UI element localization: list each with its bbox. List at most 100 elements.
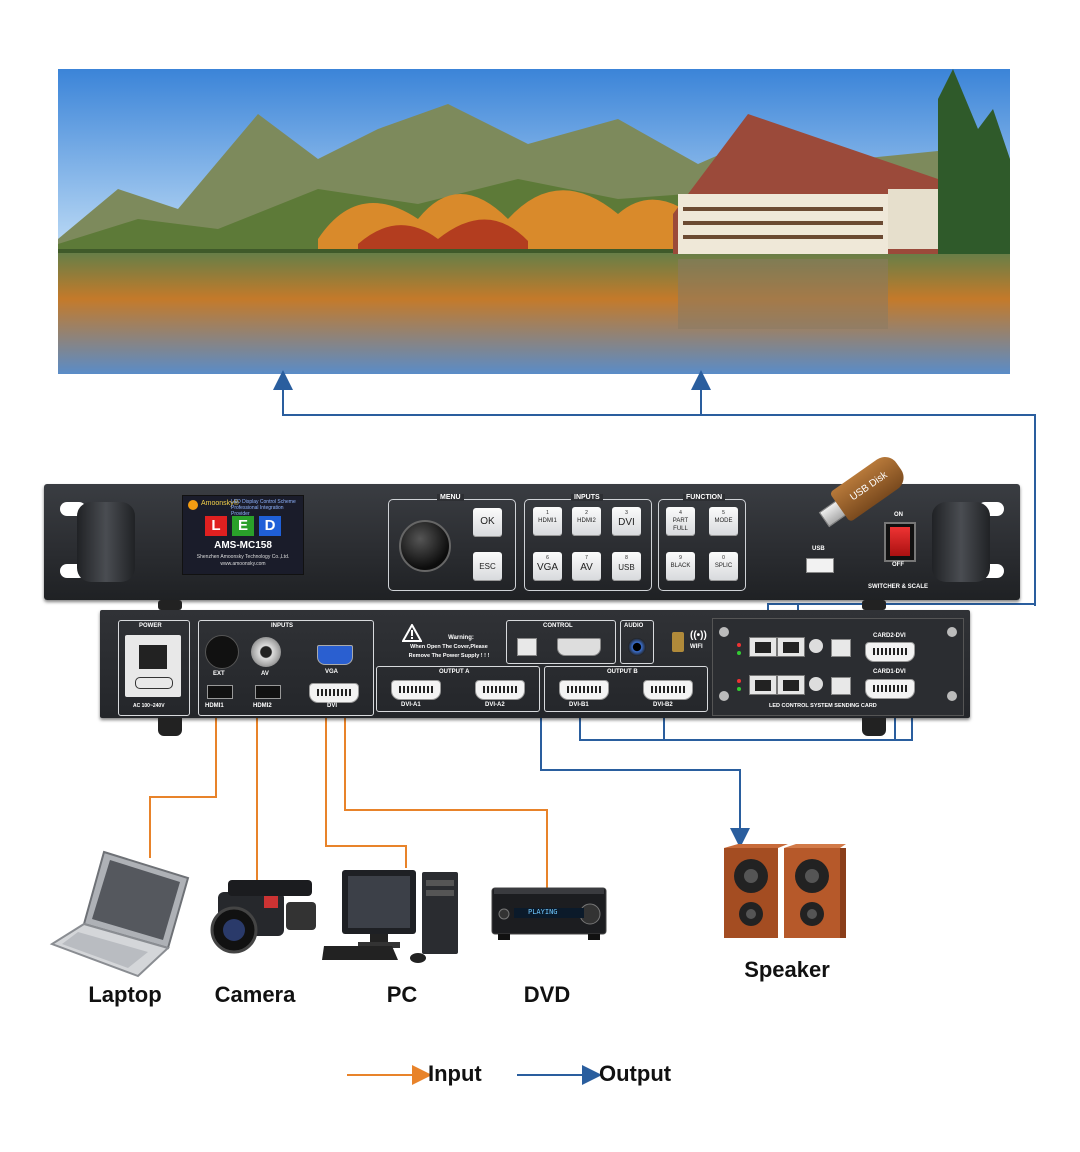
audio-jack[interactable]: [628, 638, 646, 656]
card1-ethernet-port-1[interactable]: [749, 675, 777, 695]
lake-scenery-image: [58, 69, 1010, 374]
card1-button[interactable]: [809, 677, 823, 691]
av-port[interactable]: [251, 637, 281, 667]
sending-card-slot: CARD2-DVI CARD1-DVI LED CONTROL SYSTEM S…: [712, 618, 964, 716]
rack-handle-right[interactable]: [932, 502, 990, 582]
wifi-label: WIFI: [690, 644, 703, 650]
control-section: CONTROL: [506, 620, 616, 664]
pc-device: [322, 866, 462, 966]
wifi-signal-icon: ((•)): [690, 630, 707, 641]
card2-ethernet-port-1[interactable]: [749, 637, 777, 657]
ext-port[interactable]: [205, 635, 239, 669]
dvi-b1-port[interactable]: [559, 680, 609, 700]
switcher-scale-label: SWITCHER & SCALE: [868, 584, 928, 590]
dvi-input-port[interactable]: [309, 683, 359, 703]
power-switch[interactable]: [884, 522, 916, 562]
menu-knob[interactable]: [399, 520, 451, 572]
video-processor-rear-panel: POWER AC 100~240V INPUTS EXT AV VGA HDMI…: [100, 610, 970, 718]
ext-label: EXT: [213, 671, 225, 677]
usb-port[interactable]: [806, 558, 834, 573]
output-line-screen: [691, 370, 1036, 606]
laptop-icon: [49, 850, 190, 978]
esc-button[interactable]: ESC: [473, 552, 502, 581]
screw-icon: [947, 627, 957, 637]
lcd-tagline: LED Display Control Scheme Professional …: [231, 499, 296, 517]
pc-icon: [322, 870, 458, 963]
screw-icon: [947, 691, 957, 701]
power-rating: AC 100~240V: [133, 703, 165, 709]
dvd-device: PLAYING: [490, 886, 608, 942]
lcd-led-letter: L: [205, 516, 227, 536]
card2-label: CARD2-DVI: [873, 633, 906, 639]
power-label: POWER: [139, 623, 162, 629]
dvi-b2-port[interactable]: [643, 680, 693, 700]
vga-label: VGA: [325, 669, 339, 675]
menu-group: MENU OK ESC: [388, 494, 516, 591]
status-led: [737, 643, 741, 647]
card1-dvi-port[interactable]: [865, 679, 915, 699]
speaker-device: [722, 842, 846, 940]
card2-usb-port[interactable]: [831, 639, 851, 657]
warning-triangle-icon: [401, 622, 423, 642]
device-foot: [158, 600, 182, 610]
lcd-company: Shenzhen Amoonsky Technology Co.,Ltd. ww…: [196, 554, 290, 567]
dvd-display-text: PLAYING: [528, 908, 558, 916]
rs232-control-port[interactable]: [557, 638, 601, 656]
device-foot: [862, 718, 886, 736]
hdmi1-port[interactable]: [207, 685, 233, 699]
card1-usb-port[interactable]: [831, 677, 851, 695]
camera-icon: [210, 880, 316, 954]
power-socket[interactable]: [125, 635, 181, 697]
ok-button[interactable]: OK: [473, 508, 502, 537]
hdmi2-label: HDMI2: [253, 703, 272, 709]
usb-b-control-port[interactable]: [517, 638, 537, 656]
output-a-section: OUTPUT A DVI-A1 DVI-A2: [376, 666, 540, 712]
sending-card-label: LED CONTROL SYSTEM SENDING CARD: [769, 703, 877, 709]
card1-ethernet-port-2[interactable]: [777, 675, 805, 695]
laptop-device: [48, 848, 194, 978]
brand-logo-icon: [188, 500, 198, 510]
av-label: AV: [261, 671, 269, 677]
dvd-player-icon: [491, 887, 607, 940]
camera-label: Camera: [214, 982, 296, 1007]
dvi-a1-label: DVI-A1: [401, 702, 421, 708]
rack-handle-left[interactable]: [77, 502, 135, 582]
output-line-screen-left: [273, 370, 701, 416]
lcd-led-letter: D: [259, 516, 281, 536]
dvi-a1-port[interactable]: [391, 680, 441, 700]
device-foot: [862, 600, 886, 610]
hdmi2-port[interactable]: [255, 685, 281, 699]
camera-device: [204, 872, 320, 956]
card1-label: CARD1-DVI: [873, 669, 906, 675]
dvi-b1-label: DVI-B1: [569, 702, 589, 708]
pc-label: PC: [386, 982, 418, 1007]
status-led: [737, 651, 741, 655]
screw-icon: [719, 691, 729, 701]
legend-output-label: Output: [599, 1061, 672, 1086]
dvi-label: DVI: [327, 703, 338, 709]
led-screen-display: [58, 69, 1010, 374]
card2-ethernet-port-2[interactable]: [777, 637, 805, 657]
audio-section: AUDIO: [620, 620, 654, 664]
dvi-a2-port[interactable]: [475, 680, 525, 700]
vga-port[interactable]: [317, 645, 353, 665]
device-foot: [158, 718, 182, 736]
wifi-antenna-icon: [672, 632, 684, 652]
menu-label: MENU: [437, 494, 464, 501]
control-label: CONTROL: [543, 623, 573, 629]
dvi-b2-label: DVI-B2: [653, 702, 673, 708]
switch-off-label: OFF: [892, 562, 904, 568]
card2-dvi-port[interactable]: [865, 642, 915, 662]
card2-button[interactable]: [809, 639, 823, 653]
function-label: FUNCTION: [683, 494, 726, 501]
